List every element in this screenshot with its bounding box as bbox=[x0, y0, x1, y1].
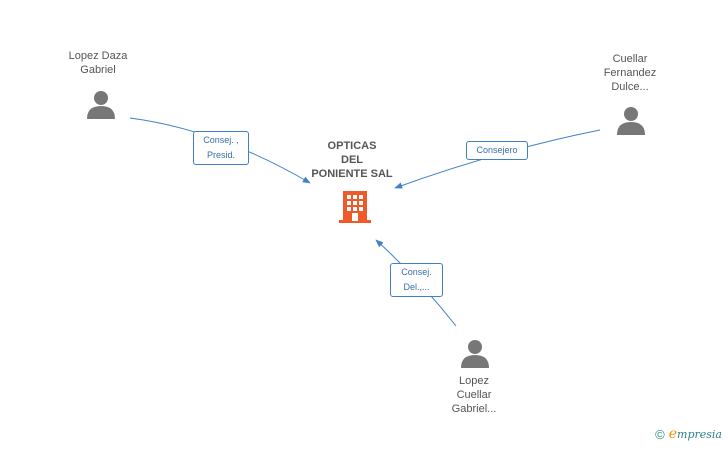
relation-badge-lopez-daza[interactable]: Consej. , Presid. bbox=[193, 131, 249, 165]
company-name-line: OPTICAS bbox=[327, 140, 377, 152]
company-name-line: PONIENTE SAL bbox=[311, 168, 393, 180]
person-icon[interactable] bbox=[86, 89, 116, 119]
person-name-lopez-cuellar[interactable]: Lopez Cuellar Gabriel... bbox=[424, 374, 524, 416]
person-name-line: Gabriel bbox=[80, 64, 116, 76]
relation-badge-cuellar-fernandez[interactable]: Consejero bbox=[466, 141, 528, 160]
person-name-line: Fernandez bbox=[603, 67, 657, 79]
company-name[interactable]: OPTICAS DEL PONIENTE SAL bbox=[300, 139, 404, 181]
relation-badge-lopez-cuellar[interactable]: Consej. Del.,... bbox=[390, 263, 443, 297]
person-name-line: Lopez bbox=[459, 375, 489, 387]
relation-label-line: Del.,... bbox=[403, 282, 430, 292]
brand-initial: e bbox=[668, 426, 678, 442]
relation-label-line: Consejero bbox=[476, 145, 518, 155]
person-name-cuellar-fernandez[interactable]: Cuellar Fernandez Dulce... bbox=[580, 52, 680, 94]
person-name-lopez-daza[interactable]: Lopez Daza Gabriel bbox=[48, 49, 148, 77]
relation-label-line: Consej. , bbox=[203, 135, 239, 145]
person-name-line: Lopez Daza bbox=[68, 50, 128, 62]
person-icon[interactable] bbox=[460, 338, 490, 368]
copyright-symbol: © bbox=[655, 426, 665, 442]
person-icon[interactable] bbox=[616, 105, 646, 135]
footer-brand: © empresia bbox=[655, 426, 722, 442]
person-name-line: Gabriel... bbox=[451, 403, 497, 415]
relation-label-line: Presid. bbox=[206, 150, 235, 160]
company-name-line: DEL bbox=[341, 154, 363, 166]
brand-rest: mpresia bbox=[677, 428, 722, 441]
building-icon[interactable] bbox=[337, 189, 373, 225]
person-name-line: Cuellar bbox=[456, 389, 492, 401]
empresia-logo[interactable]: empresia bbox=[669, 426, 722, 442]
relation-label-line: Consej. bbox=[401, 267, 432, 277]
person-name-line: Dulce... bbox=[611, 81, 649, 93]
person-name-line: Cuellar bbox=[612, 53, 648, 65]
